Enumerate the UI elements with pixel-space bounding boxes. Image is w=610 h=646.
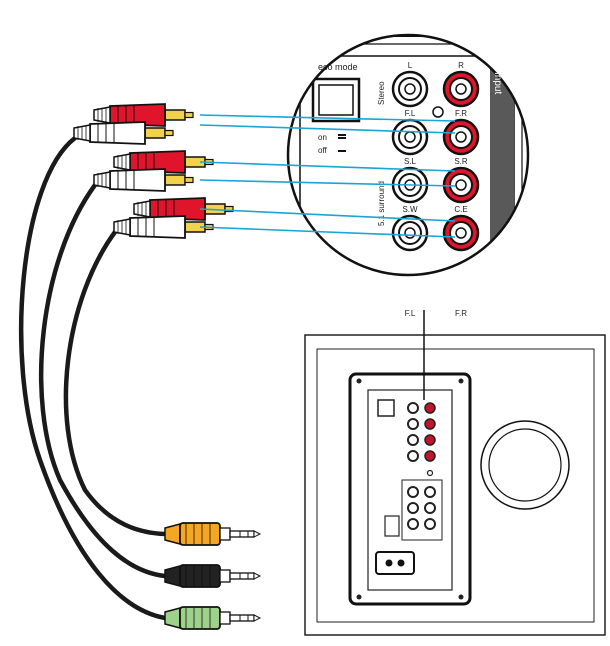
jack-label: F.R: [455, 109, 467, 118]
panel-input-jacks-mini: [377, 399, 443, 541]
cables: [18, 135, 168, 621]
mini-jack-icon: [164, 522, 262, 546]
rca-jack-fr: [442, 118, 480, 156]
jack-label: S.R: [454, 157, 468, 166]
jack-label: F.L: [405, 109, 416, 118]
jack-labels: L R F.L F.R S.L S.R S.W C.E F.L F.R: [402, 61, 467, 318]
rca-plug-icon: [93, 150, 214, 192]
mini-jacks: [164, 522, 262, 630]
guide-wires: [199, 114, 456, 238]
rca-plug-icon: [113, 197, 234, 239]
on-label: on: [318, 133, 327, 142]
mini-jack-icon: [164, 564, 262, 588]
eco-mode-label: eco mode: [318, 62, 358, 72]
jack-label: S.L: [404, 157, 417, 166]
rca-jack-sw: [391, 214, 429, 252]
output-label: F.R: [455, 309, 467, 318]
zoom-jacks: [391, 70, 480, 252]
rca-plug-icon: [73, 103, 194, 145]
jack-label: R: [458, 61, 464, 70]
guide-wire: [199, 114, 456, 122]
surround-label: 5.1 surround: [377, 181, 386, 226]
stereo-label: Stereo: [377, 81, 386, 105]
zoom-detail: eco mode Stereo 5.1 surround on off Inpu…: [286, 33, 530, 318]
off-label: off: [318, 146, 328, 155]
guide-wire: [199, 161, 456, 172]
subwoofer-box: [304, 310, 606, 636]
jack-label: S.W: [402, 205, 418, 214]
guide-wire: [199, 226, 456, 238]
jack-label: C.E: [454, 205, 467, 214]
rca-jack-r: [442, 70, 480, 108]
speaker-driver-icon: [480, 420, 570, 510]
guide-wire: [199, 179, 456, 187]
power-socket-icon: [375, 551, 415, 575]
rca-jack-l: [391, 70, 429, 108]
mini-jack-icon: [164, 606, 262, 630]
input-label: Input: [492, 72, 503, 94]
rca-jack-ce: [442, 214, 480, 252]
rca-jack-sr: [442, 166, 480, 204]
rca-jack-fl: [391, 118, 429, 156]
guide-wire: [199, 124, 456, 134]
rca-plugs: [73, 103, 234, 239]
jack-label: L: [408, 61, 413, 70]
guide-wire: [199, 208, 456, 222]
output-label: F.L: [405, 309, 416, 318]
